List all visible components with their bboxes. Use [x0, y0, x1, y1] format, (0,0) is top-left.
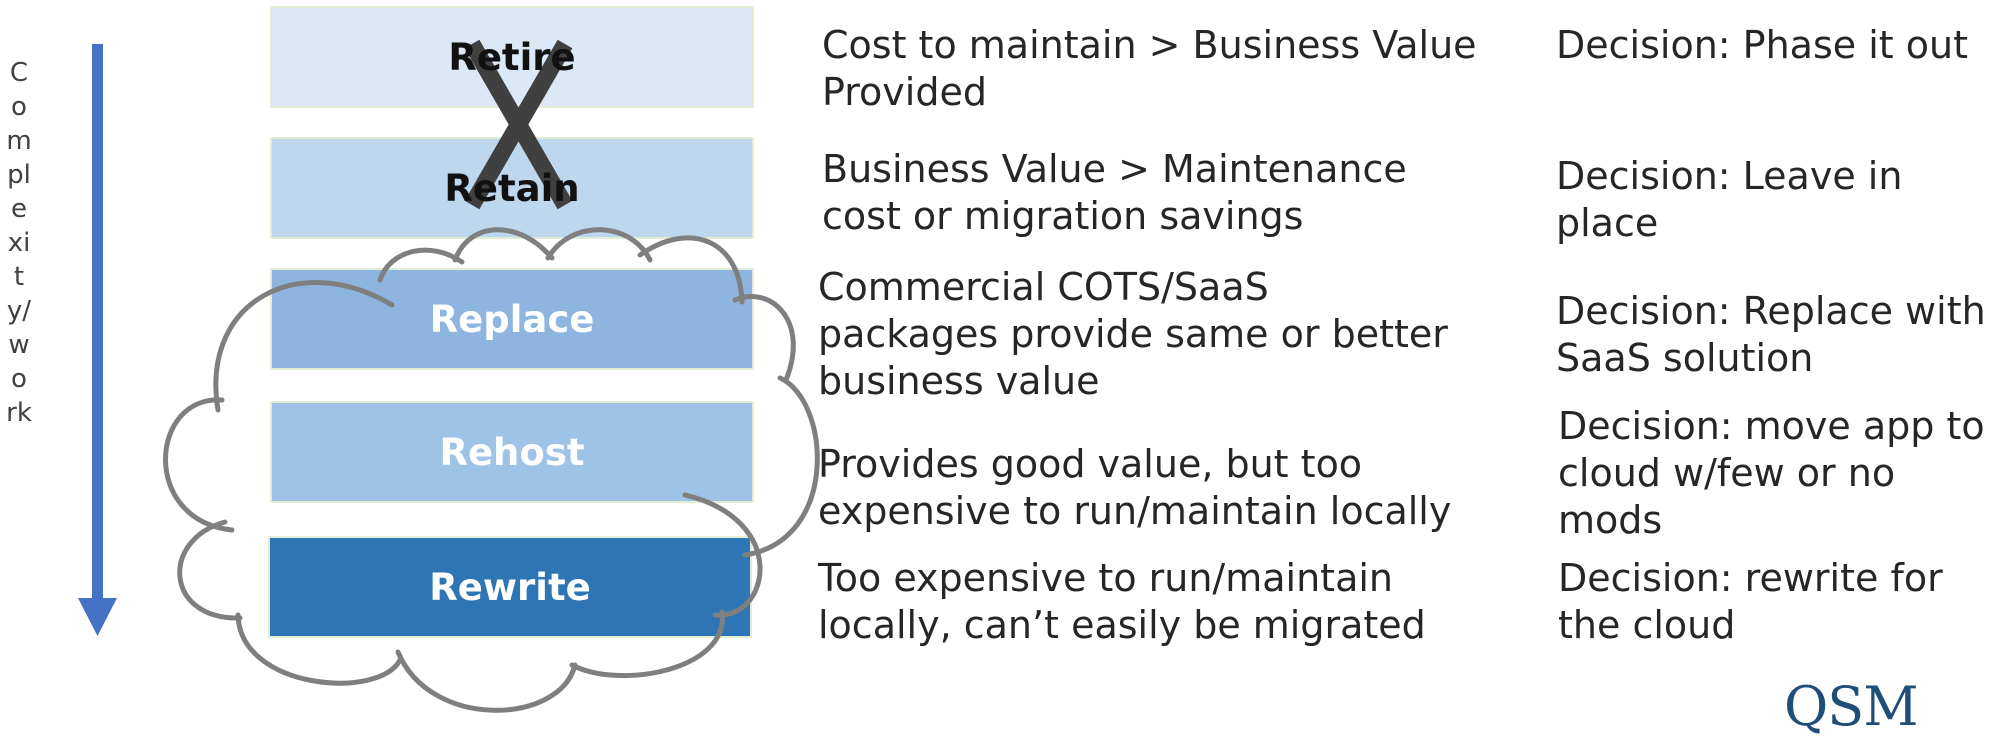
rehost-box: Rehost — [270, 401, 754, 503]
qsm-logo: QSM — [1784, 675, 1919, 738]
retain-label: Retain — [444, 166, 580, 210]
replace-label: Replace — [429, 297, 595, 341]
retire-label: Retire — [448, 35, 576, 79]
replace-box: Replace — [270, 268, 754, 370]
retire-box: Retire — [270, 6, 754, 108]
rewrite-box: Rewrite — [268, 536, 752, 638]
rewrite-label: Rewrite — [429, 565, 591, 609]
decision-retire: Decision: Phase it out — [1556, 23, 1968, 67]
rehost-label: Rehost — [439, 430, 585, 474]
down-arrow-icon — [78, 44, 117, 636]
retain-box: Retain — [270, 137, 754, 239]
complexity-axis-label: Complexity/work — [6, 58, 32, 428]
